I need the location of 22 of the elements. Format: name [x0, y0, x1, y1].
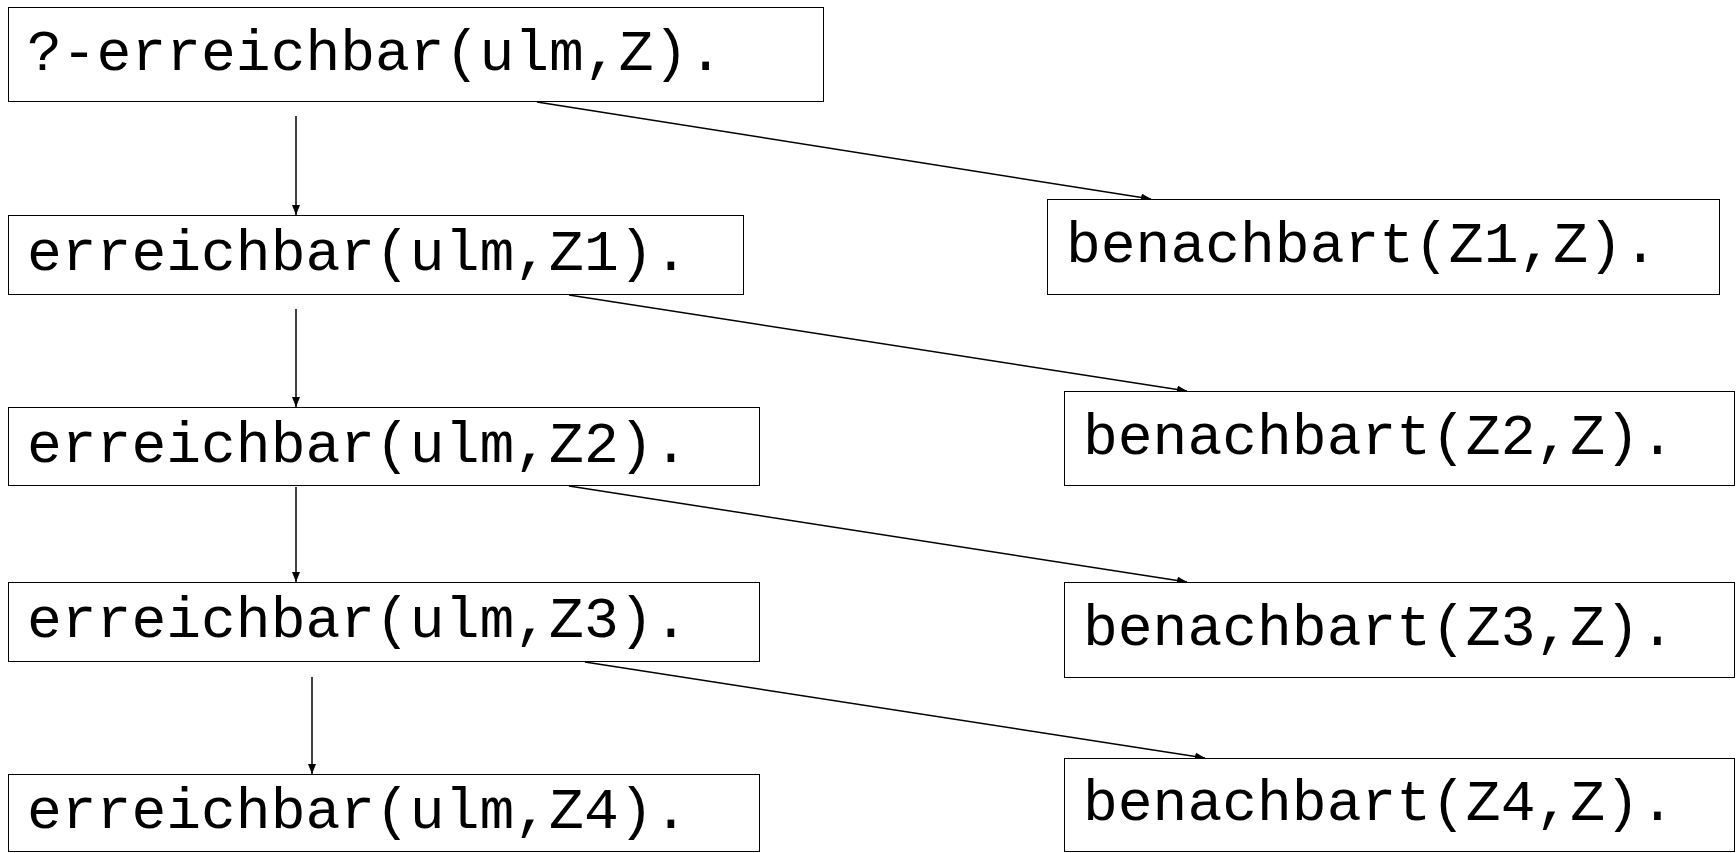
query-box: [8, 407, 760, 486]
goal-text: erreichbar(ulm,Z3).: [27, 593, 689, 651]
goal-text: erreichbar(ulm,Z4).: [27, 784, 689, 842]
query-box: [8, 774, 760, 852]
goal-text: benachbart(Z3,Z).: [1083, 601, 1675, 659]
query-box: [1047, 199, 1720, 295]
arrow: [292, 486, 300, 583]
query-box: [1064, 582, 1735, 678]
query-box: [8, 7, 824, 102]
goal-text: ?-erreichbar(ulm,Z).: [27, 25, 724, 84]
arrow: [292, 115, 300, 216]
goal-text: benachbart(Z2,Z).: [1083, 409, 1675, 468]
query-box: [8, 215, 744, 295]
query-box: [1064, 758, 1735, 852]
query-box: [1064, 391, 1735, 486]
arrow: [308, 676, 316, 775]
goal-text: erreichbar(ulm,Z1).: [27, 226, 689, 284]
goal-text: erreichbar(ulm,Z2).: [27, 417, 689, 476]
query-box: [8, 582, 760, 662]
goal-text: benachbart(Z4,Z).: [1083, 776, 1675, 834]
goal-text: benachbart(Z1,Z).: [1066, 218, 1658, 276]
arrow: [292, 308, 300, 408]
